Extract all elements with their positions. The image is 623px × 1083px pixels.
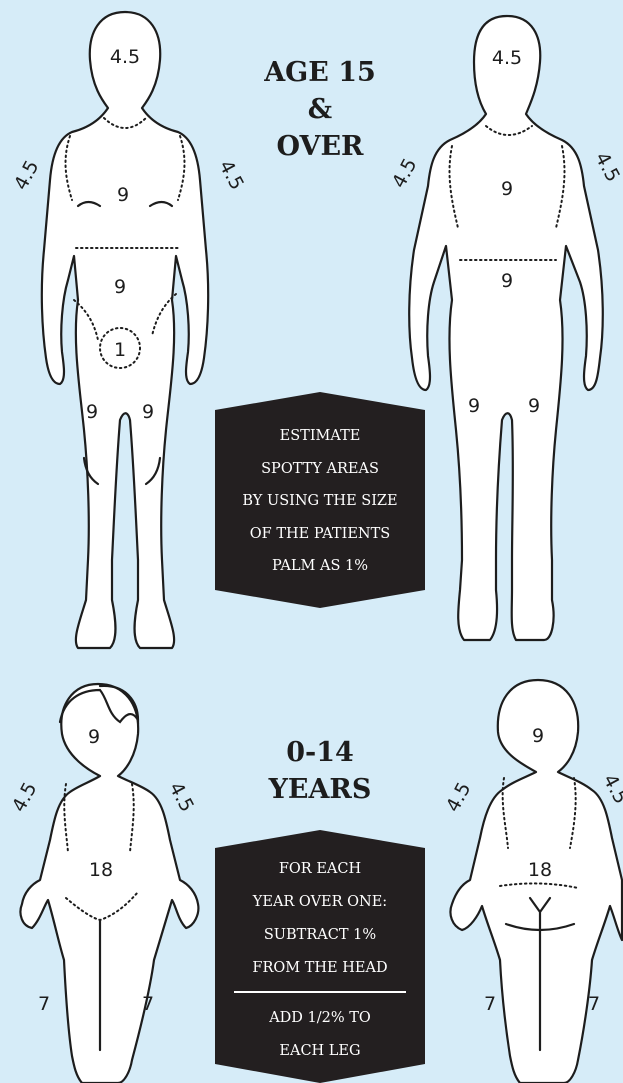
- child-front-leg-left-value: 7: [38, 993, 50, 1015]
- child-note-top-line-1: FOR EACH: [215, 853, 425, 886]
- adult-front-groin-value: 1: [114, 339, 126, 361]
- child-note-top-line-2: YEAR OVER ONE:: [215, 886, 425, 919]
- adult-note-line-2: SPOTTY AREAS: [215, 453, 425, 486]
- adult-front-head-value: 4.5: [110, 46, 140, 68]
- adult-front-arm-left-value: 4.5: [10, 157, 44, 194]
- child-front-figure: 9 18 7 7 4.5 4.5: [8, 684, 198, 1083]
- adult-note-line-5: PALM AS 1%: [215, 550, 425, 583]
- child-front-leg-right-value: 7: [142, 993, 154, 1015]
- child-back-trunk-value: 18: [528, 859, 552, 881]
- adult-back-arm-right-value: 4.5: [590, 149, 623, 186]
- adult-back-lower-back-value: 9: [501, 270, 513, 292]
- adult-back-upper-back-value: 9: [501, 178, 513, 200]
- child-note-top: FOR EACH YEAR OVER ONE: SUBTRACT 1% FROM…: [215, 853, 425, 985]
- child-front-head-value: 9: [88, 726, 100, 748]
- adult-front-leg-left-value: 9: [86, 401, 98, 423]
- child-front-body-outline: [20, 684, 198, 1083]
- adult-back-leg-right-value: 9: [528, 395, 540, 417]
- adult-note: ESTIMATE SPOTTY AREAS BY USING THE SIZE …: [215, 420, 425, 583]
- adult-note-line-3: BY USING THE SIZE: [215, 485, 425, 518]
- adult-front-abdomen-value: 9: [114, 276, 126, 298]
- child-note-bottom-line-1: ADD 1/2% TO: [215, 1002, 425, 1035]
- adult-front-figure: 4.5 9 9 1 9 9 4.5 4.5: [10, 12, 248, 648]
- child-front-trunk-value: 18: [89, 859, 113, 881]
- child-note-bottom-line-2: EACH LEG: [215, 1035, 425, 1068]
- adult-heading-line-1: AGE 15: [240, 54, 400, 91]
- child-front-arm-left-value: 4.5: [8, 779, 42, 816]
- adult-back-leg-left-value: 9: [468, 395, 480, 417]
- adult-heading: AGE 15 & OVER: [240, 54, 400, 165]
- child-back-head-value: 9: [532, 725, 544, 747]
- adult-heading-line-3: OVER: [240, 128, 400, 165]
- child-note-top-line-4: FROM THE HEAD: [215, 952, 425, 985]
- child-note-bottom: ADD 1/2% TO EACH LEG: [215, 1002, 425, 1068]
- child-heading-line-1: 0-14: [230, 734, 410, 771]
- child-back-leg-right-value: 7: [588, 993, 600, 1015]
- adult-front-body-outline: [42, 12, 208, 648]
- adult-note-line-4: OF THE PATIENTS: [215, 518, 425, 551]
- child-note-top-line-3: SUBTRACT 1%: [215, 919, 425, 952]
- child-back-leg-left-value: 7: [484, 993, 496, 1015]
- child-back-arm-left-value: 4.5: [442, 779, 476, 816]
- child-front-arm-right-value: 4.5: [164, 779, 198, 816]
- adult-back-head-value: 4.5: [492, 47, 522, 69]
- child-heading-line-2: YEARS: [230, 771, 410, 808]
- adult-heading-line-2: &: [240, 91, 400, 128]
- adult-front-leg-right-value: 9: [142, 401, 154, 423]
- adult-front-chest-value: 9: [117, 184, 129, 206]
- child-back-figure: 9 18 7 7 4.5 4.5: [442, 680, 623, 1083]
- adult-note-line-1: ESTIMATE: [215, 420, 425, 453]
- adult-back-body-outline: [409, 16, 603, 640]
- child-heading: 0-14 YEARS: [230, 734, 410, 808]
